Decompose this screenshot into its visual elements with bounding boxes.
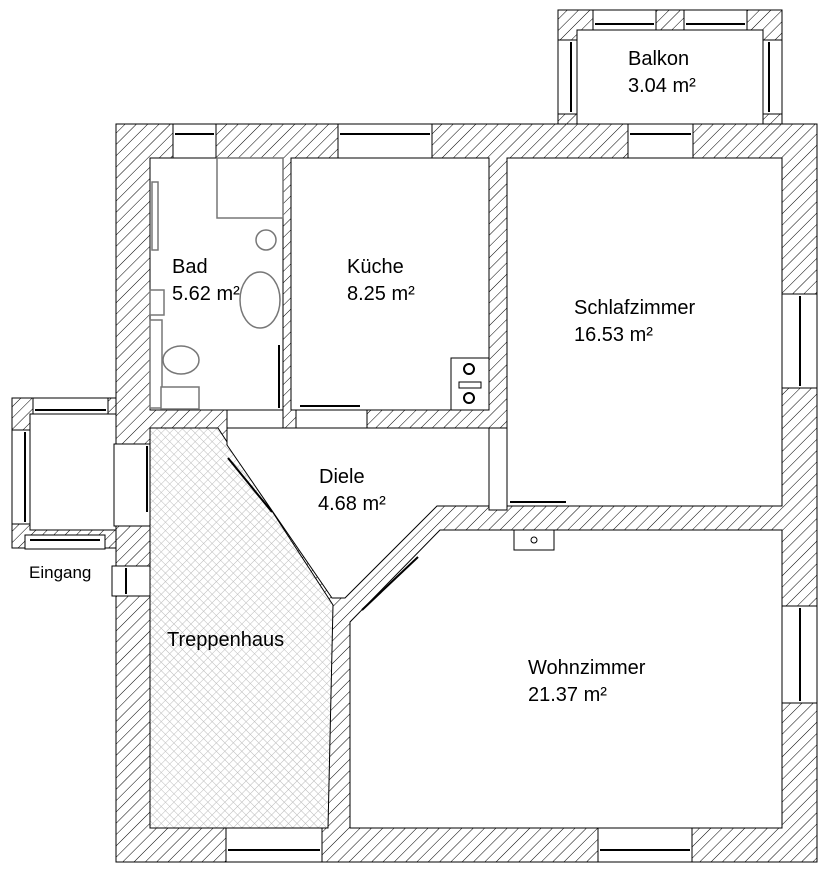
room-name: Wohnzimmer bbox=[528, 657, 646, 679]
window bbox=[32, 397, 109, 415]
room-name: Bad bbox=[172, 256, 208, 278]
shower bbox=[216, 157, 284, 219]
room-area: 16.53 m² bbox=[574, 324, 653, 346]
room-name: Küche bbox=[347, 256, 404, 278]
bathtub-icon bbox=[239, 271, 281, 329]
room-eingang bbox=[29, 413, 117, 531]
room-name: Treppenhaus bbox=[167, 629, 284, 651]
window bbox=[172, 123, 217, 159]
room-wohnzimmer bbox=[349, 529, 783, 829]
toilet-icon bbox=[162, 345, 200, 375]
door-kueche[interactable] bbox=[295, 409, 368, 429]
fixtures bbox=[149, 157, 490, 411]
sink-cabinet bbox=[160, 386, 200, 410]
room-schlafzimmer bbox=[506, 157, 783, 507]
room-name: Balkon bbox=[628, 48, 689, 70]
radiator bbox=[513, 529, 555, 551]
door-schlafzimmer[interactable] bbox=[488, 427, 508, 511]
window bbox=[11, 429, 31, 525]
window bbox=[337, 123, 433, 159]
room-balkon bbox=[576, 29, 764, 125]
shelf bbox=[149, 319, 163, 409]
door-wohnzimmer[interactable] bbox=[361, 556, 419, 611]
door-eingang-stair[interactable] bbox=[111, 565, 151, 597]
washbasin-icon bbox=[255, 229, 277, 251]
towel-rail bbox=[151, 181, 159, 251]
room-name: Eingang bbox=[29, 563, 91, 582]
room-treppenhaus bbox=[149, 427, 334, 829]
windows bbox=[11, 9, 818, 863]
room-area: 5.62 m² bbox=[172, 283, 240, 305]
door-bad[interactable] bbox=[226, 409, 284, 429]
room-area: 4.68 m² bbox=[318, 493, 386, 515]
window bbox=[592, 9, 657, 31]
window bbox=[225, 827, 323, 863]
cabinet bbox=[149, 289, 165, 316]
window bbox=[683, 9, 748, 31]
window bbox=[762, 39, 783, 115]
room-name: Schlafzimmer bbox=[574, 297, 695, 319]
window bbox=[597, 827, 693, 863]
window bbox=[557, 39, 578, 115]
entrance-door[interactable] bbox=[24, 534, 106, 550]
balcony-door[interactable] bbox=[627, 123, 694, 159]
room-area: 3.04 m² bbox=[628, 75, 696, 97]
door-stair[interactable] bbox=[113, 443, 151, 527]
room-name: Diele bbox=[319, 466, 365, 488]
door-treppenhaus[interactable] bbox=[227, 457, 273, 513]
room-area: 8.25 m² bbox=[347, 283, 415, 305]
room-labels: Balkon 3.04 m² Bad 5.62 m² Küche 8.25 m²… bbox=[29, 48, 696, 706]
room-area: 21.37 m² bbox=[528, 684, 607, 706]
